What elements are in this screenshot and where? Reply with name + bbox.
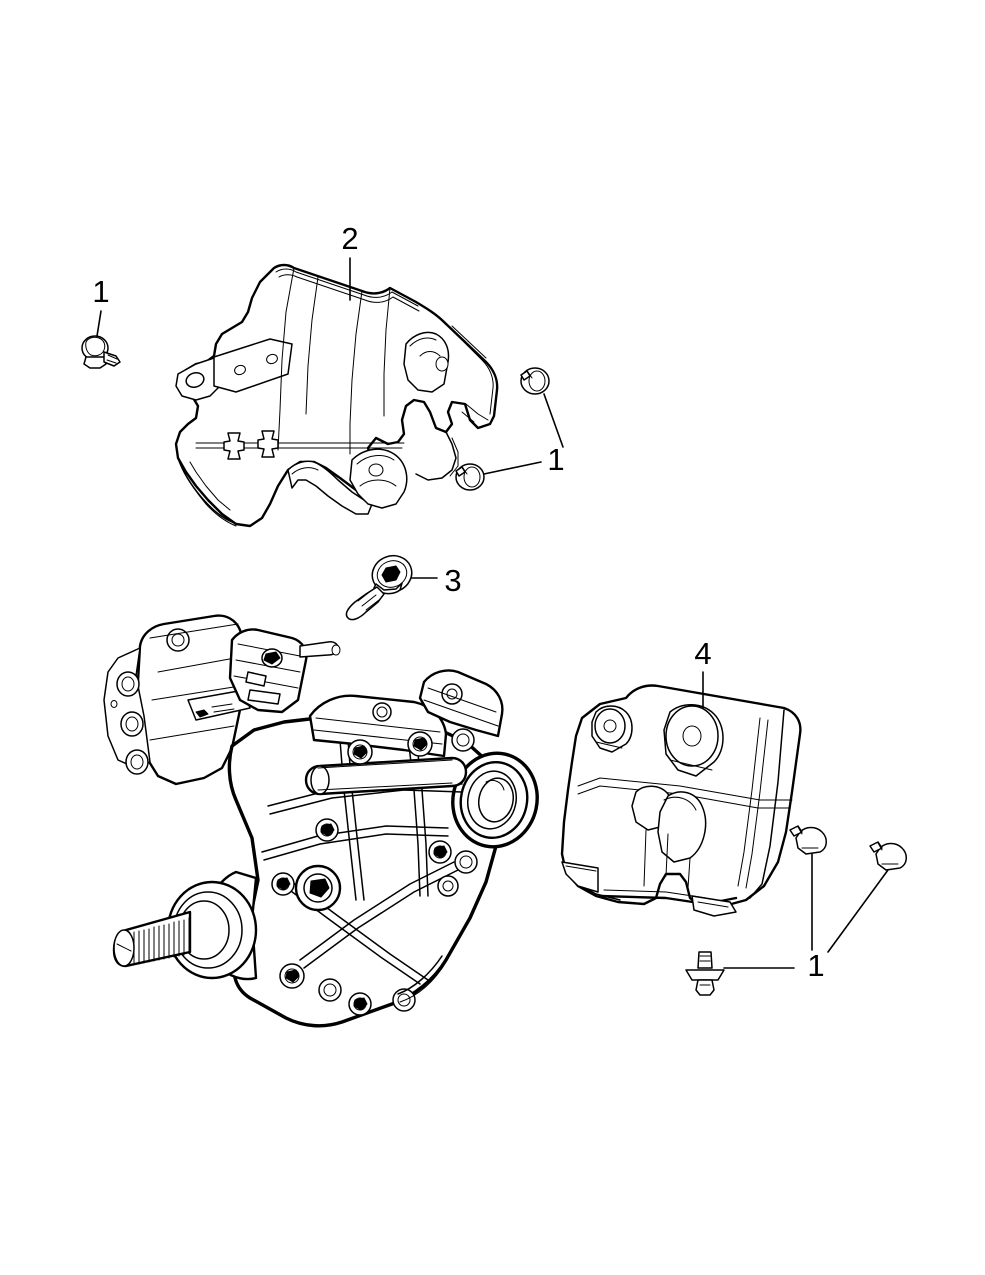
- shield-mounting-boss-small: [591, 705, 633, 753]
- callout-label-1-upper-left: 1: [92, 274, 109, 309]
- leader-line-1-lower-right-b: [827, 869, 889, 953]
- case-ribs: [261, 735, 463, 985]
- part-3-hex-socket-bolt[interactable]: [345, 550, 417, 621]
- power-transfer-unit-assembly[interactable]: [103, 614, 546, 1028]
- part-2-upper-heat-shield[interactable]: [174, 263, 499, 528]
- part-1-pushpin-lower-right-b[interactable]: [869, 841, 907, 871]
- leader-line-1-upper-right-a: [543, 393, 564, 448]
- part-1-pushpin-lower-right-c[interactable]: [685, 951, 725, 996]
- part-1-fastener-upper-right-b[interactable]: [455, 463, 485, 491]
- callout-label-1-upper-right: 1: [547, 442, 564, 477]
- part-1-fastener-upper-right-a[interactable]: [520, 367, 550, 395]
- callout-label-4: 4: [694, 636, 711, 671]
- part-4-lower-heat-shield[interactable]: [560, 684, 802, 917]
- callout-label-3: 3: [444, 563, 461, 598]
- leader-line-1-upper-left: [96, 310, 102, 337]
- part-1-pushpin-lower-right-a[interactable]: [789, 825, 827, 855]
- shield-mounting-boss-large: [663, 704, 724, 777]
- part-1-pushpin-upper-left[interactable]: [81, 335, 121, 369]
- callout-label-2: 2: [341, 221, 358, 256]
- case-bolt-bosses: [271, 728, 478, 1016]
- callout-label-1-lower-right: 1: [807, 948, 824, 983]
- leader-line-1-upper-right-b: [483, 461, 542, 475]
